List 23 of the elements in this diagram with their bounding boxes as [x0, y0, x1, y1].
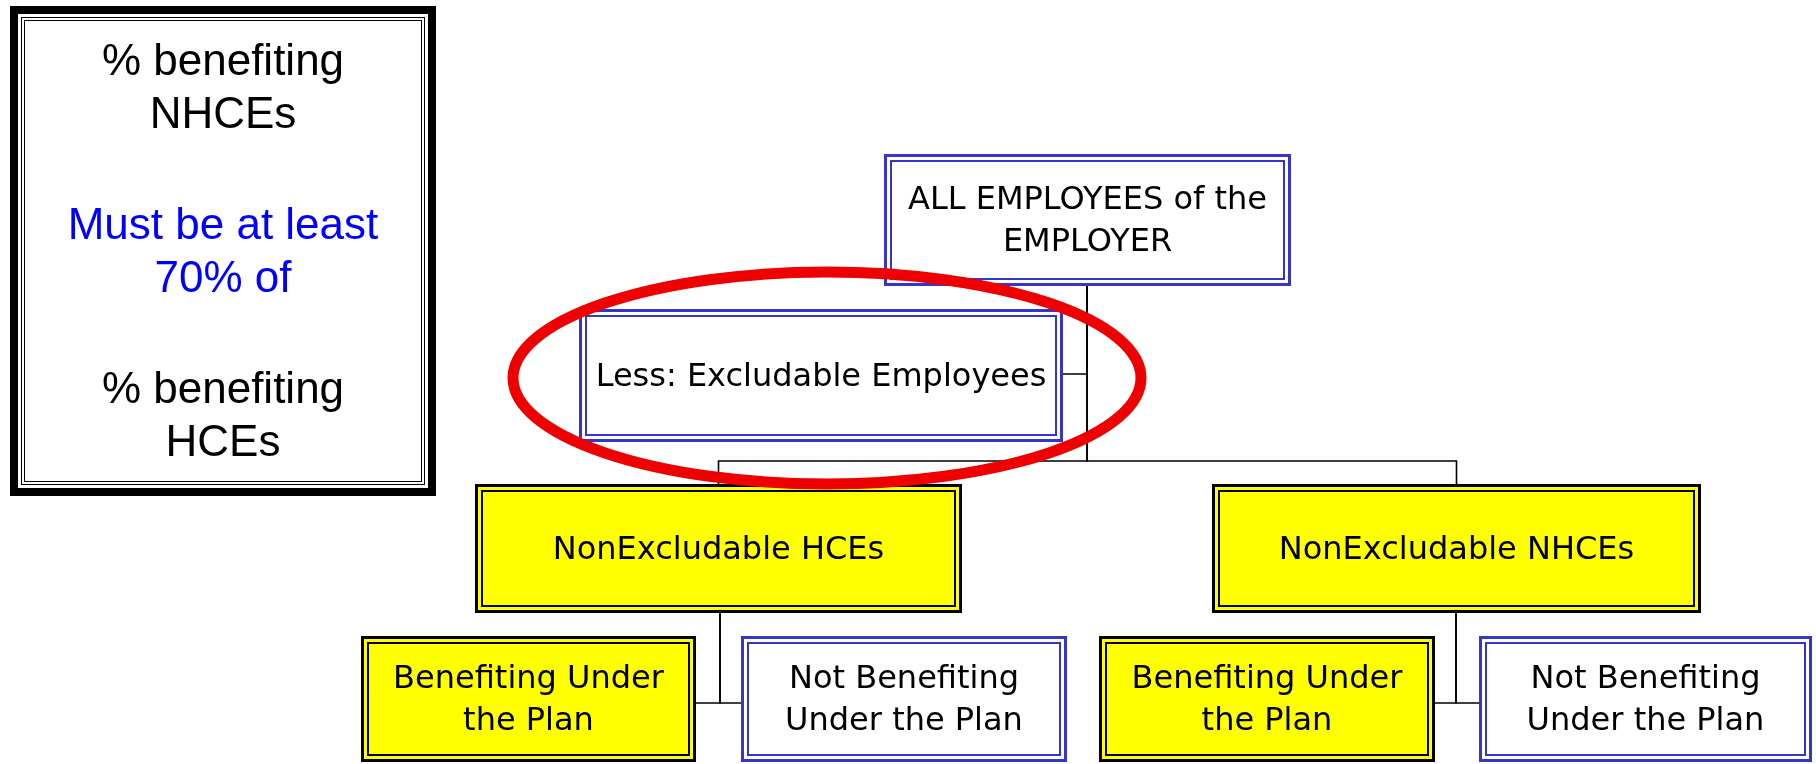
box-label: ALL EMPLOYEES of the EMPLOYER: [907, 178, 1268, 261]
category-box: [741, 636, 1067, 762]
note-box: [10, 6, 436, 496]
box-label: Less: Excludable Employees: [595, 354, 1047, 396]
measure-text: % benefiting HCEs: [100, 362, 346, 468]
highlighted-box: [1212, 484, 1701, 613]
category-box: [884, 154, 1291, 286]
box-label: NonExcludable NHCEs: [1278, 527, 1635, 569]
box-label: Not Benefiting Under the Plan: [1525, 657, 1766, 740]
highlighted-box: [361, 636, 696, 762]
category-box: [1479, 636, 1812, 762]
category-box: [579, 309, 1063, 442]
box-label: Benefiting Under the Plan: [392, 657, 665, 740]
connector-line: [1455, 612, 1480, 704]
box-label: Not Benefiting Under the Plan: [784, 657, 1024, 740]
box-label: Benefiting Under the Plan: [1130, 657, 1404, 740]
measure-text: % benefiting NHCEs: [100, 34, 346, 139]
highlighted-box: [1099, 636, 1435, 762]
condition-text: Must be at least 70% of: [66, 198, 380, 303]
connector-line: [1086, 285, 1458, 485]
highlighted-box: [475, 484, 962, 613]
connector-line: [719, 612, 742, 704]
box-label: NonExcludable HCEs: [552, 527, 885, 569]
